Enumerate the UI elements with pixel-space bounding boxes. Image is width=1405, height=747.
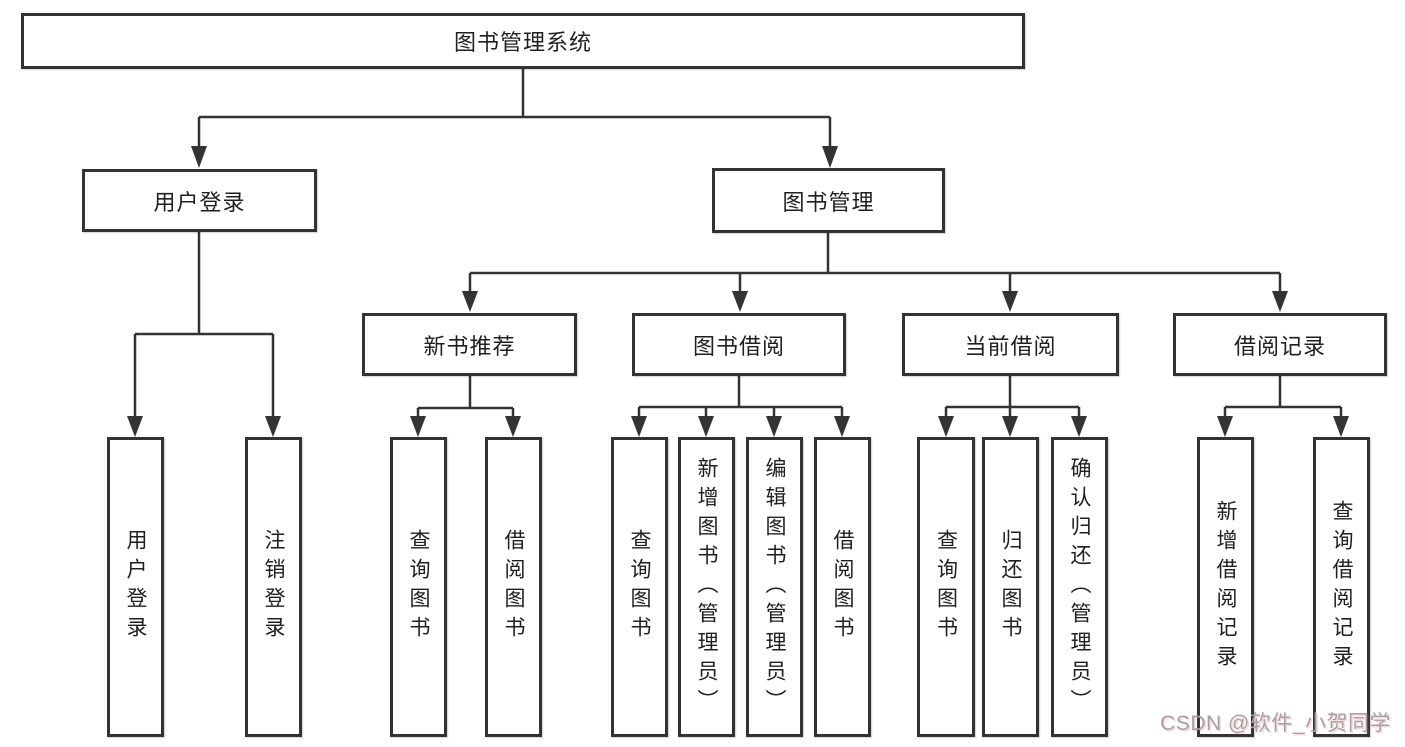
node-borrowing-records: 借阅记录 [1173,313,1387,376]
leaf-cb-confirm-return-admin: 确认归还（管理员） [1051,437,1108,737]
node-user-login: 用户登录 [82,169,317,232]
leaf-cb-query-book-label: 查询图书 [934,529,958,645]
leaf-bb-borrow-book-label: 借阅图书 [831,529,854,645]
node-book-management: 图书管理 [712,168,945,233]
leaf-br-add-record: 新增借阅记录 [1197,437,1254,737]
leaf-logout: 注销登录 [245,437,302,737]
leaf-user-login-label: 用户登录 [124,529,147,645]
leaf-bb-query-book-label: 查询图书 [628,529,651,645]
leaf-nbr-borrow-book: 借阅图书 [485,437,542,737]
leaf-br-query-record-label: 查询借阅记录 [1330,500,1353,674]
leaf-cb-return-book-label: 归还图书 [999,529,1022,645]
leaf-nbr-query-book-label: 查询图书 [407,529,430,645]
leaf-bb-edit-book-admin-label: 编辑图书（管理员） [763,456,786,718]
leaf-bb-edit-book-admin: 编辑图书（管理员） [746,437,803,737]
leaf-nbr-query-book: 查询图书 [390,437,447,737]
leaf-br-add-record-label: 新增借阅记录 [1214,500,1237,674]
node-book-borrowing: 图书借阅 [632,313,846,376]
node-current-borrowing: 当前借阅 [902,313,1119,376]
leaf-br-query-record: 查询借阅记录 [1313,437,1370,737]
leaf-cb-confirm-return-admin-label: 确认归还（管理员） [1068,456,1091,718]
leaf-cb-return-book: 归还图书 [982,437,1039,737]
leaf-bb-borrow-book: 借阅图书 [814,437,871,737]
leaf-cb-query-book: 查询图书 [917,437,975,737]
leaf-bb-query-book: 查询图书 [611,437,668,737]
node-new-book-recommend: 新书推荐 [362,313,577,376]
node-root: 图书管理系统 [21,13,1025,69]
arrowheads [127,146,1349,437]
leaf-user-login: 用户登录 [107,437,164,737]
connector-lines [133,69,1343,419]
leaf-logout-label: 注销登录 [262,529,285,645]
leaf-bb-add-book-admin: 新增图书（管理员） [678,437,735,737]
leaf-nbr-borrow-book-label: 借阅图书 [502,529,525,645]
leaf-bb-add-book-admin-label: 新增图书（管理员） [695,456,718,718]
